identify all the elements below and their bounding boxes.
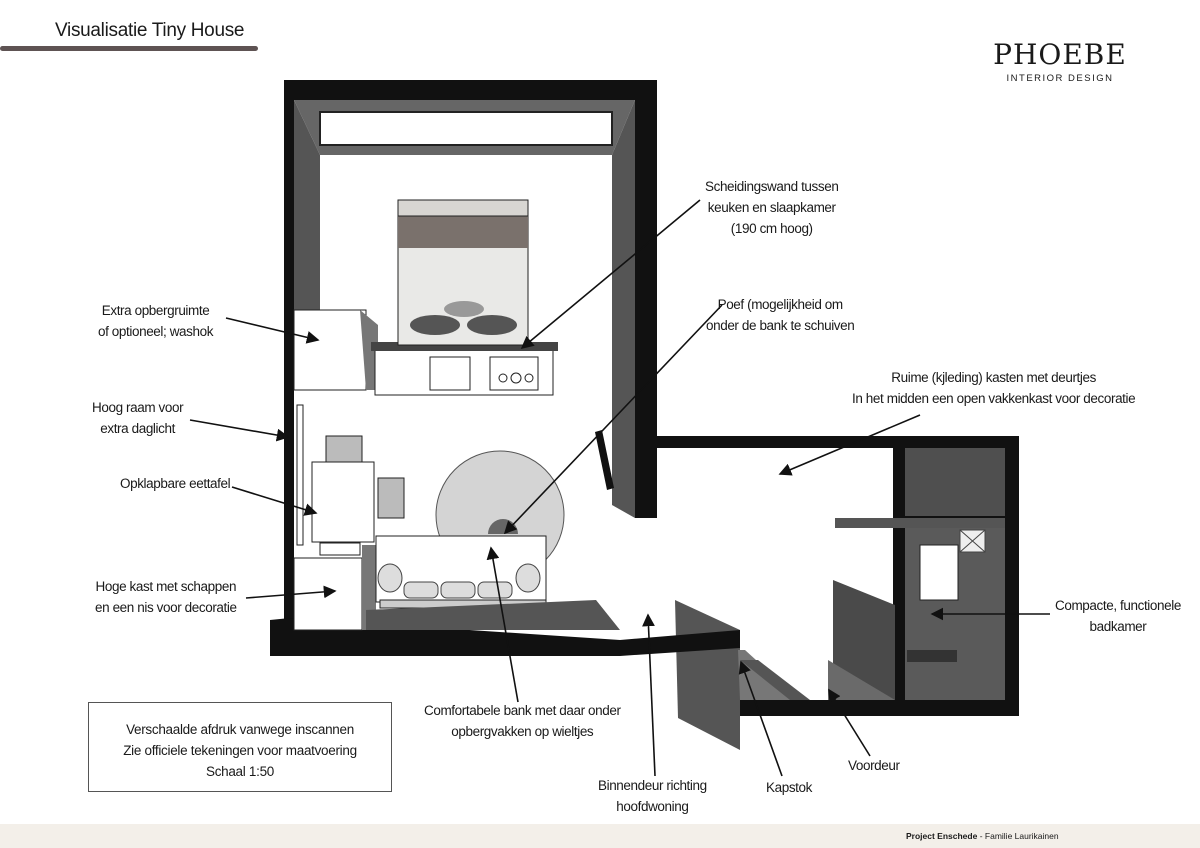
entrance-coat-rack (620, 600, 810, 750)
label-folding-table: Opklapbare eettafel (120, 476, 231, 491)
footer-separator: - (977, 831, 985, 841)
kitchen-block (293, 309, 558, 396)
footer-project: Project Enschede (906, 831, 978, 841)
label-front-door: Voordeur (848, 758, 900, 773)
note-line: Schaal 1:50 (205, 764, 274, 779)
logo-wordmark: PHOEBE (993, 38, 1127, 71)
footer-project-info: Project Enschede - Familie Laurikainen (906, 831, 1059, 841)
footer-client: Familie Laurikainen (984, 831, 1059, 841)
partition-wall (595, 430, 614, 490)
logo-tagline: INTERIOR DESIGN (1006, 73, 1114, 84)
sofa (366, 535, 620, 630)
leader-lines (189, 199, 1050, 777)
outer-walls (270, 80, 1019, 716)
page-title: Visualisatie Tiny House (55, 20, 245, 41)
bed (397, 199, 529, 346)
label-coat-rack: Kapstok (766, 780, 812, 795)
scale-note-box: Verschaalde afdruk vanwege inscannen Zie… (88, 702, 392, 792)
tall-cabinet (293, 545, 376, 631)
note-line: Verschaalde afdruk vanwege inscannen (126, 722, 354, 737)
title-underline (0, 46, 258, 51)
dining-area (296, 404, 405, 556)
footer-bar: Project Enschede - Familie Laurikainen (0, 824, 1200, 848)
note-line: Zie officiele tekeningen voor maatvoerin… (123, 743, 357, 758)
brand-logo: PHOEBE INTERIOR DESIGN (985, 38, 1135, 85)
